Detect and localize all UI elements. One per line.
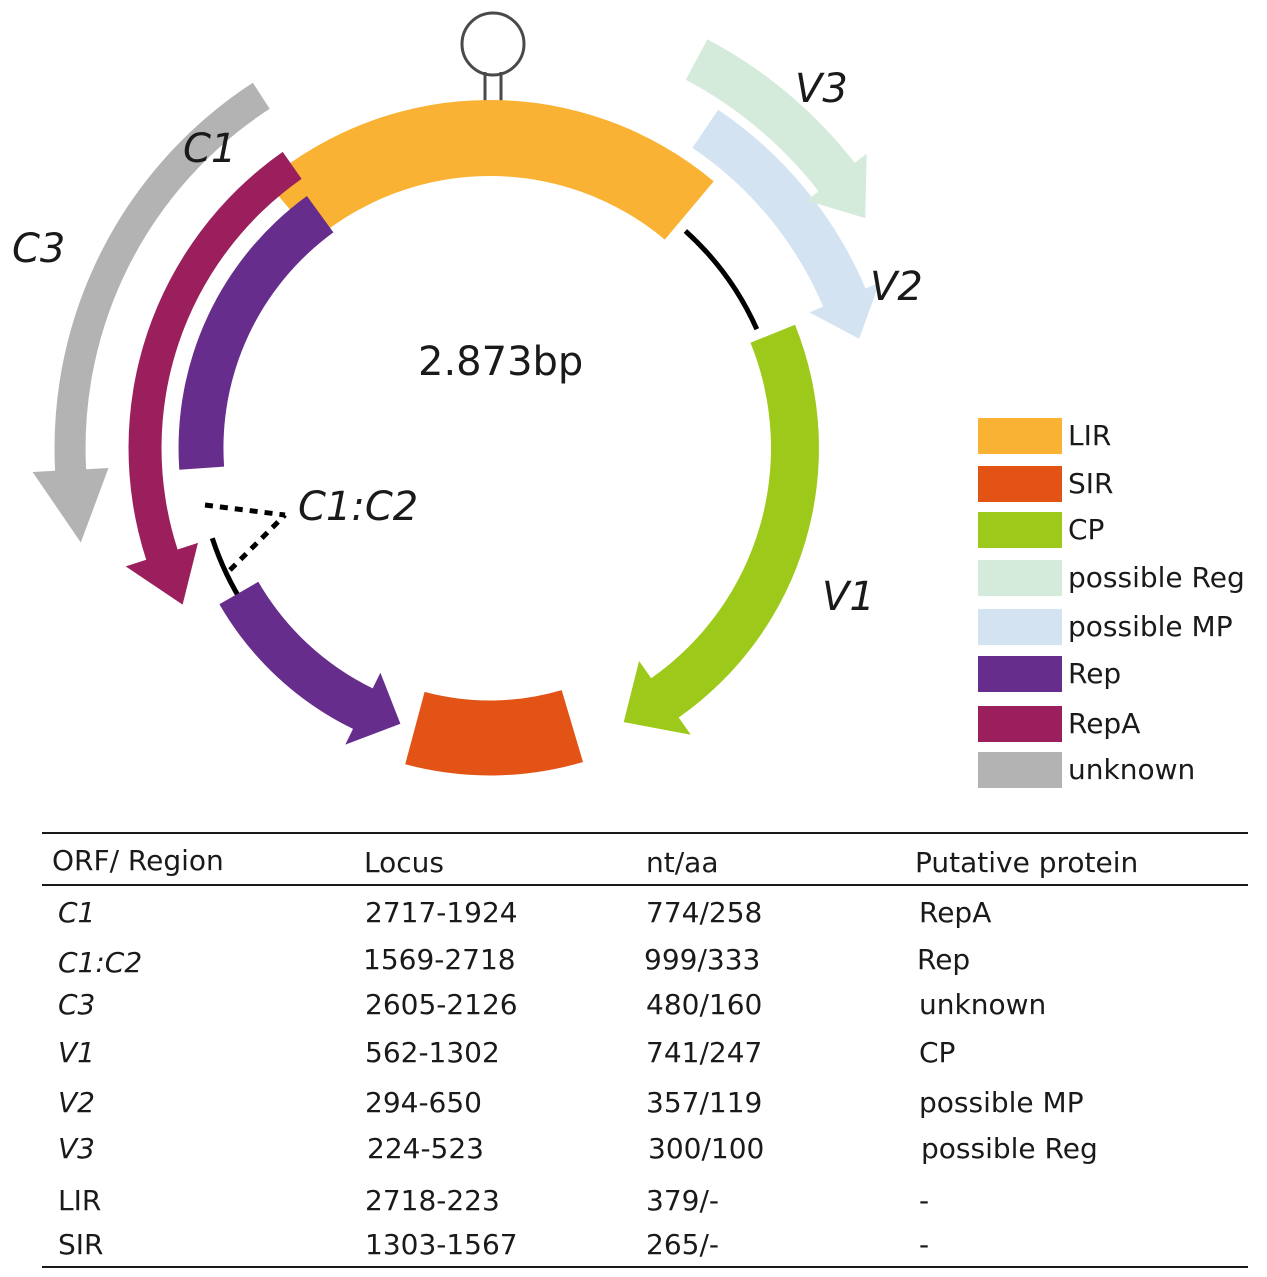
cell-locus: 562-1302 — [365, 1036, 500, 1069]
cell-orf: V2 — [58, 1086, 95, 1119]
cell-protein: possible MP — [919, 1086, 1084, 1119]
legend-label: SIR — [1068, 467, 1114, 500]
orf-label-v2: V2 — [870, 264, 923, 310]
cell-protein: RepA — [919, 896, 992, 929]
legend-swatch — [978, 512, 1062, 548]
cell-locus: 2717-1924 — [365, 896, 518, 929]
v2-mp-arrow — [692, 109, 880, 339]
legend-swatch — [978, 560, 1062, 596]
table-bottom-rule — [42, 1266, 1248, 1268]
cell-orf: C3 — [58, 988, 96, 1021]
header-nt-aa: nt/aa — [646, 846, 719, 879]
legend-label: RepA — [1068, 707, 1141, 740]
cell-protein: unknown — [919, 988, 1047, 1021]
cell-locus: 2605-2126 — [365, 988, 518, 1021]
c1-rep-segment — [178, 196, 334, 470]
orf-label-v1: V1 — [822, 574, 875, 620]
cell-protein: possible Reg — [921, 1132, 1098, 1165]
sir-region — [405, 690, 583, 776]
table-header-rule — [42, 884, 1248, 886]
legend-label: CP — [1068, 513, 1105, 546]
cell-locus: 1303-1567 — [365, 1228, 518, 1261]
orf-label-v3: V3 — [795, 66, 848, 112]
orf-label-c1: C1 — [183, 126, 236, 172]
orf-label-c1c2: C1:C2 — [298, 484, 418, 530]
genome-size-label: 2.873bp — [418, 339, 583, 385]
genome-map: C1 C3 V3 V2 V1 C1:C2 2.873bp — [12, 11, 923, 776]
legend-swatch — [978, 466, 1062, 502]
cell-protein: CP — [919, 1036, 956, 1069]
cell-protein: - — [919, 1184, 930, 1217]
c1-repa-arrow — [125, 151, 302, 605]
header-orf-region: ORF/ Region — [52, 844, 224, 877]
cell-locus: 224-523 — [367, 1132, 484, 1165]
cell-nt-aa: 999/333 — [644, 943, 761, 976]
splice-junction-marker — [204, 502, 287, 572]
cell-orf: V3 — [58, 1132, 95, 1165]
legend-label: LIR — [1068, 419, 1112, 452]
cell-nt-aa: 741/247 — [646, 1036, 763, 1069]
cell-orf: C1 — [58, 896, 96, 929]
v3-reg-arrow — [685, 39, 867, 219]
cell-orf: SIR — [58, 1228, 104, 1261]
cell-nt-aa: 357/119 — [646, 1086, 763, 1119]
cell-orf: LIR — [58, 1184, 102, 1217]
cell-orf: C1:C2 — [58, 946, 143, 979]
legend-swatch — [978, 609, 1062, 645]
cell-nt-aa: 379/- — [646, 1184, 719, 1217]
cell-locus: 294-650 — [365, 1086, 482, 1119]
cell-nt-aa: 480/160 — [646, 988, 763, 1021]
legend-label: unknown — [1068, 753, 1196, 786]
legend-label: Rep — [1068, 657, 1122, 690]
header-putative-protein: Putative protein — [915, 846, 1139, 879]
cell-protein: - — [919, 1228, 930, 1261]
cell-locus: 2718-223 — [365, 1184, 500, 1217]
legend-label: possible Reg — [1068, 561, 1245, 594]
legend-label: possible MP — [1068, 610, 1233, 643]
cell-orf: V1 — [58, 1036, 95, 1069]
cell-nt-aa: 300/100 — [648, 1132, 765, 1165]
lir-region — [266, 99, 714, 240]
cell-nt-aa: 265/- — [646, 1228, 719, 1261]
legend-swatch — [978, 656, 1062, 692]
stem-loop-icon — [460, 11, 526, 114]
c3-unknown-arrow — [32, 82, 270, 543]
v1-cp-arrow — [623, 324, 819, 735]
c2-rep-arrow — [219, 581, 401, 745]
header-locus: Locus — [364, 846, 444, 879]
legend-swatch — [978, 418, 1062, 454]
cell-nt-aa: 774/258 — [646, 896, 763, 929]
orf-label-c3: C3 — [12, 226, 65, 272]
orf-table: ORF/ Region Locus nt/aa Putative protein… — [42, 832, 1248, 1268]
cell-protein: Rep — [917, 943, 971, 976]
cell-locus: 1569-2718 — [363, 943, 516, 976]
genome-backbone-segment — [683, 229, 760, 331]
legend-swatch — [978, 752, 1062, 788]
table-top-rule — [42, 832, 1248, 834]
legend-swatch — [978, 706, 1062, 742]
